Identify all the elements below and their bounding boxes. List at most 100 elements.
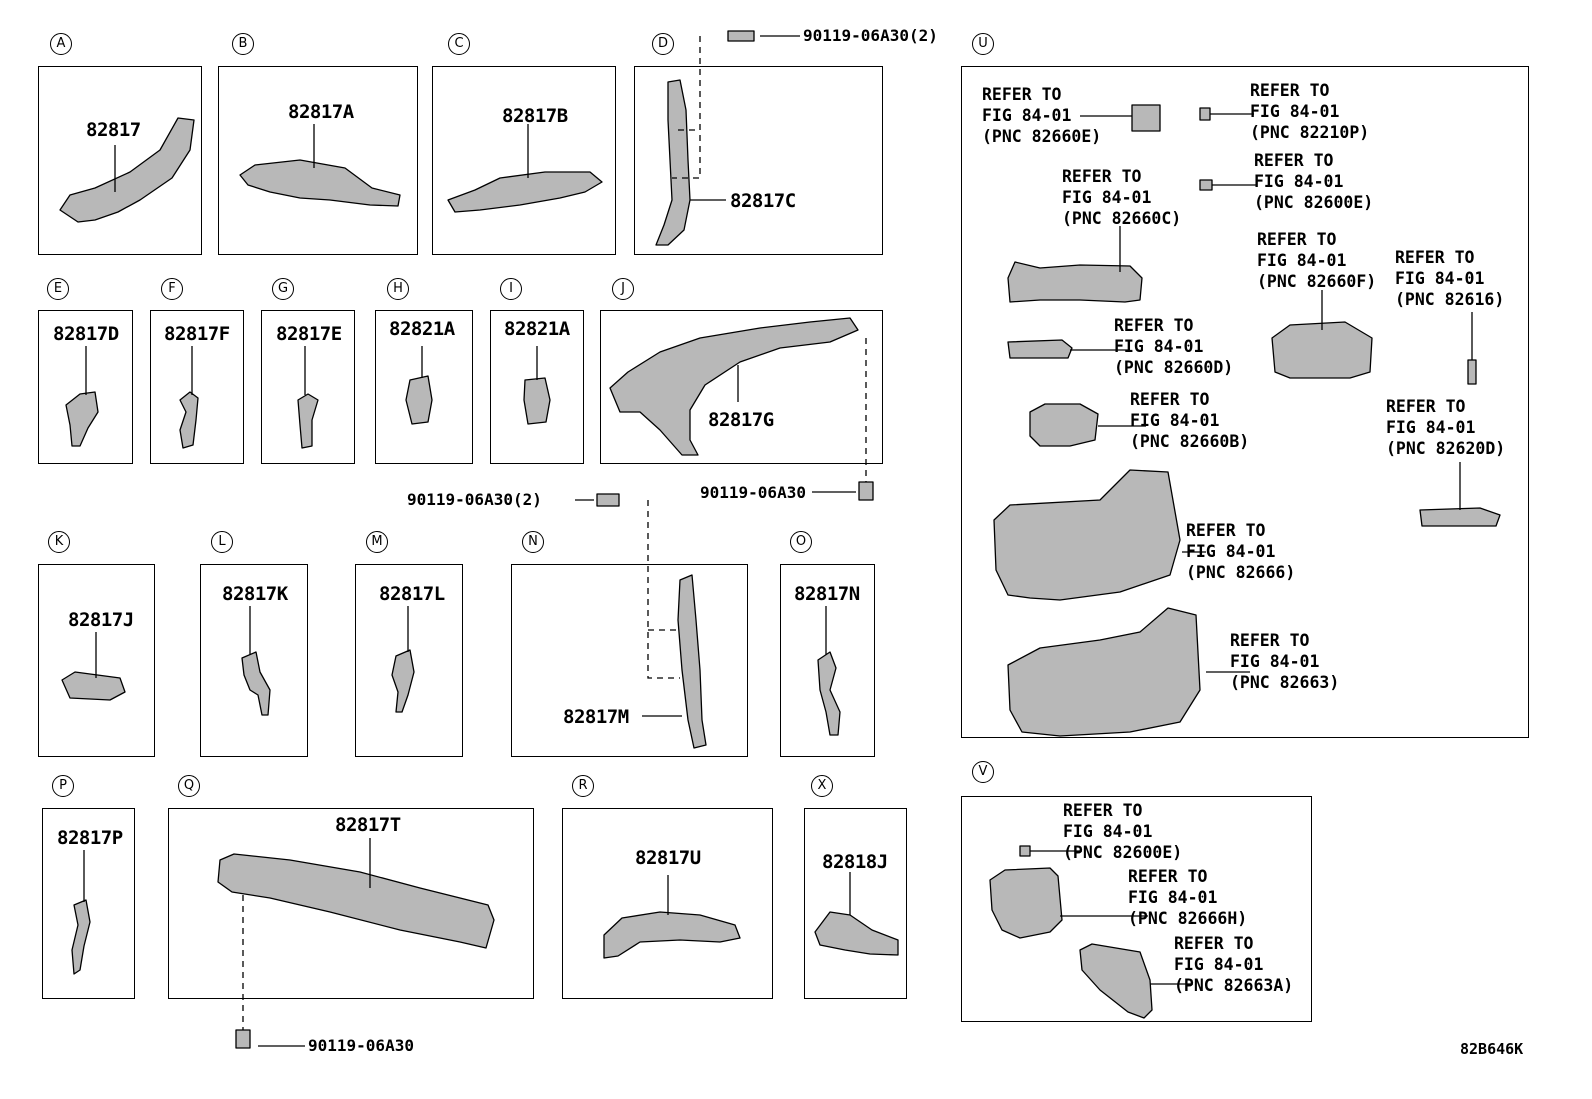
panel-q: [168, 808, 534, 999]
section-letter-l: L: [211, 531, 233, 553]
part-number-f: 82817F: [164, 323, 230, 345]
refer-line-3: (PNC 82663A): [1174, 976, 1294, 995]
refer-line-3: (PNC 82210P): [1250, 123, 1370, 142]
section-letter-r: R: [572, 775, 594, 797]
refer-line-2: FIG 84-01: [1395, 269, 1485, 288]
refer-note-82660c: REFER TO FIG 84-01 (PNC 82660C): [1062, 166, 1181, 229]
section-letter-e: E: [47, 278, 69, 300]
section-letter-o: O: [790, 531, 812, 553]
refer-line-2: FIG 84-01: [1386, 418, 1476, 437]
refer-line-1: REFER TO: [982, 85, 1062, 104]
refer-line-3: (PNC 82660B): [1130, 432, 1250, 451]
section-letter-v: V: [972, 761, 994, 783]
section-letter-f: F: [161, 278, 183, 300]
section-letter-j: J: [612, 278, 634, 300]
panel-x: [804, 808, 907, 999]
refer-line-2: FIG 84-01: [1250, 102, 1340, 121]
refer-line-2: FIG 84-01: [1174, 955, 1264, 974]
refer-note-82660d: REFER TO FIG 84-01 (PNC 82660D): [1114, 315, 1233, 378]
refer-line-1: REFER TO: [1114, 316, 1194, 335]
section-letter-d: D: [652, 33, 674, 55]
refer-line-1: REFER TO: [1257, 230, 1337, 249]
refer-note-82663: REFER TO FIG 84-01 (PNC 82663): [1230, 630, 1339, 693]
refer-note-82600e: REFER TO FIG 84-01 (PNC 82600E): [1254, 150, 1373, 213]
refer-line-2: FIG 84-01: [1114, 337, 1204, 356]
part-number-a: 82817: [86, 119, 141, 141]
refer-line-1: REFER TO: [1395, 248, 1475, 267]
part-number-o: 82817N: [794, 583, 860, 605]
section-letter-g: G: [272, 278, 294, 300]
section-letter-m: M: [366, 531, 388, 553]
refer-line-3: (PNC 82660D): [1114, 358, 1234, 377]
refer-line-3: (PNC 82600E): [1063, 843, 1183, 862]
bolt-number-j: 90119-06A30: [700, 483, 806, 502]
section-letter-k: K: [48, 531, 70, 553]
part-number-l: 82817K: [222, 583, 288, 605]
panel-c: [432, 66, 616, 255]
part-number-c: 82817B: [502, 105, 568, 127]
part-number-p: 82817P: [57, 827, 123, 849]
refer-line-3: (PNC 82600E): [1254, 193, 1374, 212]
panel-d: [634, 66, 883, 255]
refer-line-1: REFER TO: [1186, 521, 1266, 540]
section-letter-q: Q: [178, 775, 200, 797]
panel-a: [38, 66, 202, 255]
panel-n: [511, 564, 748, 757]
refer-note-82616: REFER TO FIG 84-01 (PNC 82616): [1395, 247, 1504, 310]
part-number-b: 82817A: [288, 101, 354, 123]
refer-note-82600e-v: REFER TO FIG 84-01 (PNC 82600E): [1063, 800, 1182, 863]
refer-line-1: REFER TO: [1063, 801, 1143, 820]
refer-line-1: REFER TO: [1130, 390, 1210, 409]
section-letter-x: X: [811, 775, 833, 797]
refer-note-82666: REFER TO FIG 84-01 (PNC 82666): [1186, 520, 1295, 583]
refer-line-1: REFER TO: [1230, 631, 1310, 650]
panel-b: [218, 66, 418, 255]
bolt-number-d: 90119-06A30(2): [803, 26, 938, 45]
section-letter-c: C: [448, 33, 470, 55]
refer-note-82660f: REFER TO FIG 84-01 (PNC 82660F): [1257, 229, 1376, 292]
refer-line-3: (PNC 82660C): [1062, 209, 1182, 228]
refer-note-82666h: REFER TO FIG 84-01 (PNC 82666H): [1128, 866, 1247, 929]
refer-line-1: REFER TO: [1128, 867, 1208, 886]
refer-line-3: (PNC 82620D): [1386, 439, 1506, 458]
section-letter-a: A: [50, 33, 72, 55]
refer-line-2: FIG 84-01: [1230, 652, 1320, 671]
part-number-n: 82817M: [563, 706, 629, 728]
refer-line-3: (PNC 82666): [1186, 563, 1296, 582]
refer-line-2: FIG 84-01: [1186, 542, 1276, 561]
refer-line-3: (PNC 82616): [1395, 290, 1505, 309]
part-number-j: 82817G: [708, 409, 774, 431]
refer-line-1: REFER TO: [1062, 167, 1142, 186]
refer-line-1: REFER TO: [1250, 81, 1330, 100]
part-number-d: 82817C: [730, 190, 796, 212]
refer-line-1: REFER TO: [1254, 151, 1334, 170]
part-number-g: 82817E: [276, 323, 342, 345]
refer-note-82660e: REFER TO FIG 84-01 (PNC 82660E): [982, 84, 1101, 147]
section-letter-b: B: [232, 33, 254, 55]
refer-line-3: (PNC 82660E): [982, 127, 1102, 146]
refer-note-82620d: REFER TO FIG 84-01 (PNC 82620D): [1386, 396, 1505, 459]
bolt-number-n: 90119-06A30(2): [407, 490, 542, 509]
part-number-q: 82817T: [335, 814, 401, 836]
refer-line-2: FIG 84-01: [1062, 188, 1152, 207]
part-number-e: 82817D: [53, 323, 119, 345]
refer-line-2: FIG 84-01: [1063, 822, 1153, 841]
section-letter-p: P: [52, 775, 74, 797]
part-number-i: 82821A: [504, 318, 570, 340]
section-letter-i: I: [500, 278, 522, 300]
refer-line-1: REFER TO: [1386, 397, 1466, 416]
refer-note-82663a: REFER TO FIG 84-01 (PNC 82663A): [1174, 933, 1293, 996]
refer-line-2: FIG 84-01: [1257, 251, 1347, 270]
refer-note-82660b: REFER TO FIG 84-01 (PNC 82660B): [1130, 389, 1249, 452]
section-letter-u: U: [972, 33, 994, 55]
part-number-r: 82817U: [635, 847, 701, 869]
panel-k: [38, 564, 155, 757]
refer-line-2: FIG 84-01: [982, 106, 1072, 125]
refer-line-2: FIG 84-01: [1128, 888, 1218, 907]
refer-line-2: FIG 84-01: [1130, 411, 1220, 430]
part-number-k: 82817J: [68, 609, 134, 631]
part-number-x: 82818J: [822, 851, 888, 873]
part-number-h: 82821A: [389, 318, 455, 340]
panel-r: [562, 808, 773, 999]
section-letter-h: H: [387, 278, 409, 300]
